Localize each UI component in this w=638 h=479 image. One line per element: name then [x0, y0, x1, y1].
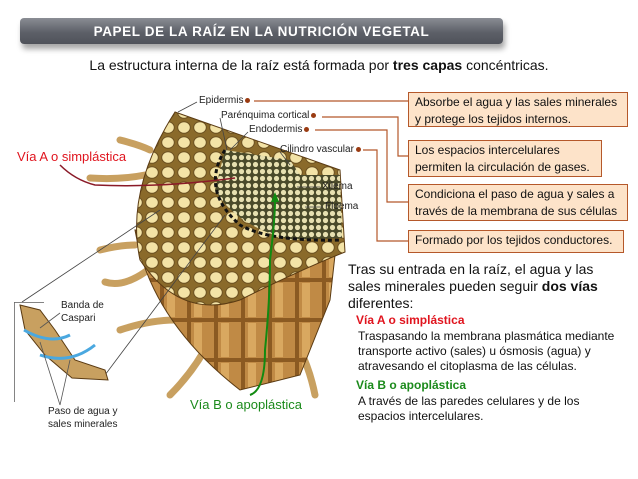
- label-line: Paso de agua y: [48, 406, 118, 417]
- label-text: Endodermis: [249, 124, 303, 135]
- vascular-cylinder: [215, 150, 342, 240]
- label-paso-agua: Paso de agua y sales minerales: [48, 405, 118, 431]
- label-line: Caspari: [61, 313, 96, 324]
- via-a-text: Traspasando la membrana plasmática media…: [358, 329, 615, 373]
- description-box-parenquima: Los espacios intercelulares permiten la …: [408, 140, 602, 177]
- subtitle-text-end: concéntricas.: [462, 57, 549, 73]
- label-via-a: Vía A o simplástica: [17, 149, 127, 164]
- label-banda-caspari: Banda de Caspari: [61, 299, 104, 325]
- label-cilindro-vascular: Cilindro vascular: [280, 144, 361, 155]
- label-via-b: Vía B o apoplástica: [190, 397, 303, 412]
- explanation-intro: Tras su entrada en la raíz, el agua y la…: [348, 261, 620, 312]
- intro-text-end: diferentes:: [348, 295, 414, 311]
- label-text: Cilindro vascular: [280, 144, 354, 155]
- description-box-endodermis: Condiciona el paso de agua y sales a tra…: [408, 184, 628, 221]
- description-box-epidermis: Absorbe el agua y las sales minerales y …: [408, 92, 628, 127]
- slide-title: PAPEL DE LA RAÍZ EN LA NUTRICIÓN VEGETAL: [20, 18, 503, 44]
- subtitle-text: La estructura interna de la raíz está fo…: [89, 57, 393, 73]
- label-text: Epidermis: [199, 95, 244, 106]
- label-endodermis: Endodermis: [249, 124, 310, 135]
- description-box-cilindro: Formado por los tejidos conductores.: [408, 230, 624, 253]
- label-parenquima-cortical: Parénquima cortical: [221, 110, 317, 121]
- label-xilema: Xilema: [322, 181, 353, 192]
- via-a-title: Vía A o simplástica: [356, 313, 465, 327]
- label-floema: Floema: [325, 201, 359, 212]
- caspari-cells: [19, 304, 109, 381]
- bullet-dot-icon: [304, 126, 310, 132]
- label-line: sales minerales: [48, 419, 118, 430]
- label-line: Banda de: [61, 300, 104, 311]
- label-epidermis: Epidermis: [199, 95, 251, 106]
- endodermis-ring: [213, 149, 343, 242]
- via-b-text: A través de las paredes celulares y de l…: [358, 394, 580, 423]
- bullet-dot-icon: [245, 97, 251, 103]
- bullet-dot-icon: [355, 146, 361, 152]
- via-b-arrow: [249, 199, 276, 396]
- label-text: Parénquima cortical: [221, 110, 310, 121]
- subtitle-bold: tres capas: [392, 57, 463, 73]
- intro-text: Tras su entrada en la raíz, el agua y la…: [348, 261, 594, 294]
- via-a-arrow: [59, 164, 236, 187]
- via-b-title: Vía B o apoplástica: [356, 378, 467, 392]
- subtitle: La estructura interna de la raíz está fo…: [0, 57, 638, 73]
- bullet-dot-icon: [311, 112, 317, 118]
- intro-bold: dos vías: [541, 278, 598, 294]
